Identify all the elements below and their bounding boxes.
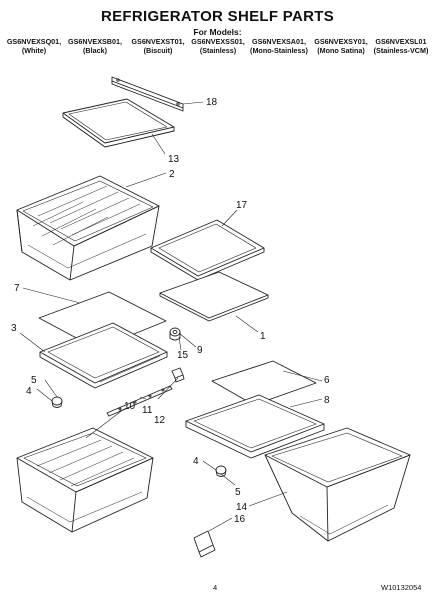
top-glass-shelf-part — [62, 98, 175, 148]
model-code: GS6NVEXSL01 — [375, 37, 427, 46]
bracket-part — [193, 530, 216, 558]
model-entry: GS6NVEXST01, (Biscuit) — [131, 37, 184, 55]
lower-left-crisper-drawer-part — [16, 427, 154, 533]
callout-14: 14 — [236, 502, 248, 513]
callout-labels: 18 13 2 17 7 3 1 15 9 5 4 10 11 12 6 8 4… — [11, 97, 330, 525]
callout-1: 1 — [260, 331, 266, 342]
model-entry: GS6NVEXSQ01, (White) — [7, 37, 61, 55]
callout-2: 2 — [169, 169, 175, 180]
callout-11: 11 — [142, 405, 153, 416]
glass-panel-part — [159, 271, 269, 322]
callout-16: 16 — [234, 514, 246, 525]
model-finish: (Stainless) — [199, 46, 237, 55]
model-finish: (Biscuit) — [143, 46, 173, 55]
model-finish: (White) — [21, 46, 47, 55]
slide-rail-part — [106, 385, 173, 417]
for-models-label: For Models: — [193, 27, 242, 37]
clip-part — [171, 367, 185, 383]
model-code: GS6NVEXSB01, — [68, 37, 122, 46]
middle-glass-shelf-part — [150, 219, 265, 281]
page-number: 4 — [213, 583, 218, 592]
model-finish: (Mono-Stainless) — [250, 46, 308, 55]
model-code: GS6NVEXSY01, — [314, 37, 368, 46]
lower-right-crisper-drawer-part — [264, 427, 411, 542]
model-finish: (Black) — [83, 46, 107, 55]
callout-10: 10 — [124, 401, 136, 412]
callout-5-left: 5 — [31, 375, 37, 386]
callout-12: 12 — [154, 415, 166, 426]
callout-5-right: 5 — [235, 487, 241, 498]
upper-crisper-drawer-part — [16, 175, 160, 281]
callout-18: 18 — [206, 97, 218, 108]
model-entry: GS6NVEXSS01, (Stainless) — [191, 37, 245, 55]
model-entry: GS6NVEXSA01, (Mono-Stainless) — [250, 37, 308, 55]
screw-and-cap-left-part — [51, 396, 63, 408]
callout-13: 13 — [168, 154, 180, 165]
right-cover-glass-part — [211, 360, 317, 406]
model-entry: GS6NVEXSB01, (Black) — [68, 37, 122, 55]
model-code: GS6NVEXSS01, — [191, 37, 245, 46]
roller-part — [169, 327, 181, 341]
callout-4-right: 4 — [193, 456, 199, 467]
leader-lines — [19, 101, 323, 532]
callout-9: 9 — [197, 345, 203, 356]
callout-3: 3 — [11, 323, 17, 334]
model-list: GS6NVEXSQ01, (White) GS6NVEXSB01, (Black… — [0, 37, 435, 61]
callout-15: 15 — [177, 350, 189, 361]
shelf-trim-part — [111, 76, 184, 112]
callout-8: 8 — [324, 395, 330, 406]
model-entry: GS6NVEXSL01 (Stainless-VCM) — [374, 37, 429, 55]
document-number: W10132054 — [381, 583, 422, 592]
callout-4-left: 4 — [26, 386, 32, 397]
model-entry: GS6NVEXSY01, (Mono Satina) — [314, 37, 368, 55]
model-code: GS6NVEXST01, — [131, 37, 185, 46]
model-code: GS6NVEXSA01, — [252, 37, 306, 46]
model-code: GS6NVEXSQ01, — [6, 37, 62, 46]
callout-6: 6 — [324, 375, 330, 386]
callout-7: 7 — [14, 283, 20, 294]
right-crisper-cover-frame-part — [185, 394, 325, 459]
page-title: REFRIGERATOR SHELF PARTS — [100, 8, 335, 25]
callout-17: 17 — [236, 200, 248, 211]
screw-and-cap-right-part — [215, 465, 227, 477]
crisper-cover-frame-part — [39, 322, 168, 389]
model-finish: (Stainless-VCM) — [373, 46, 429, 55]
model-finish: (Mono Satina) — [317, 46, 365, 55]
